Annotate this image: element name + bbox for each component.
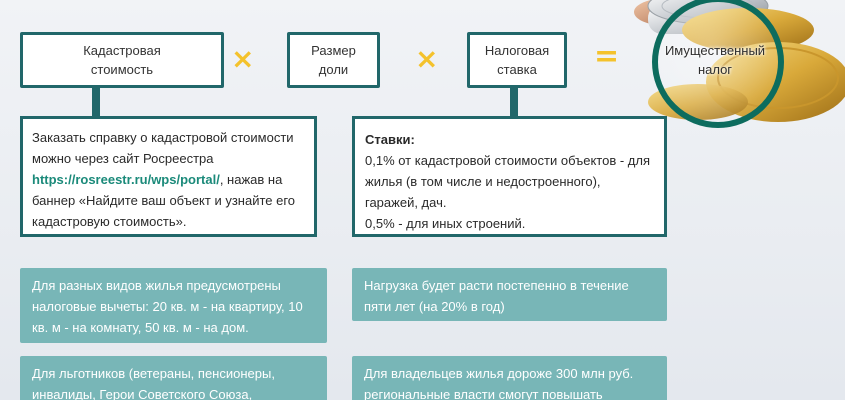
equals-sign: =	[594, 39, 620, 74]
rosreestr-link[interactable]: https://rosreestr.ru/wps/portal/	[32, 172, 220, 187]
tax-rates-box: Ставки: 0,1% от кадастровой стоимости об…	[352, 116, 667, 237]
tax-rate-box: Налоговая ставка	[467, 32, 567, 88]
tax-rate-label: Налоговая ставка	[484, 43, 550, 77]
share-size-label: Размер доли	[311, 43, 356, 77]
rates-heading: Ставки:	[365, 132, 415, 147]
cadastral-value-box: Кадастровая стоимость	[20, 32, 224, 88]
rate-other: 0,5% - для иных строений.	[365, 216, 526, 231]
deductions-note: Для разных видов жилья предусмотрены нал…	[20, 268, 327, 343]
multiply-sign: ×	[415, 42, 439, 75]
property-tax-label: Имущественный налог	[664, 43, 766, 77]
magnifier-lens	[652, 0, 784, 128]
cadastral-info-text-end: , нажав на баннер «Найдите ваш объект и …	[32, 172, 296, 229]
cadastral-info-box: Заказать справку о кадастровой стоимости…	[20, 116, 317, 237]
share-size-box: Размер доли	[287, 32, 380, 88]
multiply-sign: ×	[231, 42, 255, 75]
connector	[92, 88, 100, 116]
cadastral-info-text: Заказать справку о кадастровой стоимости…	[32, 130, 294, 166]
gradual-increase-note: Нагрузка будет расти постепенно в течени…	[352, 268, 667, 321]
rate-housing: 0,1% от кадастровой стоимости объектов -…	[365, 153, 650, 210]
expensive-housing-note: Для владельцев жилья дороже 300 млн руб.…	[352, 356, 667, 400]
connector	[510, 88, 518, 116]
benefits-note: Для льготников (ветераны, пенсионеры, ин…	[20, 356, 327, 400]
cadastral-value-label: Кадастровая стоимость	[83, 43, 161, 77]
